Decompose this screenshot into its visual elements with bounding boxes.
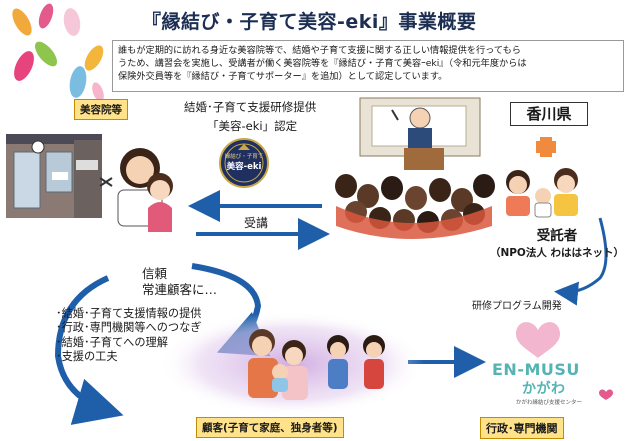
agency-tag: 行政･専門機関 — [480, 417, 564, 439]
trustee-title: 受託者 — [536, 228, 578, 244]
logo-top-text: EN-MUSU — [492, 360, 580, 379]
bullet-item: ･行政･専門機関等へのつなぎ — [56, 321, 202, 335]
prefecture-box: 香川県 — [510, 102, 588, 126]
en-musu-logo — [516, 322, 613, 400]
support-bullets: ･結婚･子育て支援情報の提供 ･行政･専門機関等へのつなぎ ･結婚･子育てへの理… — [56, 307, 201, 365]
intro-line: うため、講習会を実施し、受講者が働く美容院等を『縁結び・子育て美容ｰeki』（令… — [118, 58, 527, 69]
trust-text: 信頼 常連顧客に… — [142, 266, 217, 298]
page-title: 『縁結び・子育て美容-eki』事業概要 — [142, 11, 477, 33]
jukou-label: 受講 — [244, 216, 269, 230]
certification-badge — [219, 138, 269, 188]
bullet-item: ･結婚･子育てへの理解 — [56, 335, 168, 349]
bullet-item: ･支援の工夫 — [56, 350, 118, 364]
logo-bottom-text: かがわ — [522, 381, 566, 397]
customers-tag: 顧客(子育て家庭、独身者等) — [196, 417, 344, 438]
intro-line: 保険外交員等を『縁結び・子育てサポーター』を追加）として認定しています。 — [118, 71, 448, 82]
family-illustration — [160, 312, 424, 416]
intro-line: 誰もが定期的に訪れる身近な美容院等で、結婚や子育て支援に関する正しい情報提供を行… — [118, 45, 521, 56]
hairdresser-illustration — [99, 148, 173, 232]
cert-line2: 「美容-eki」認定 — [207, 119, 298, 133]
logo-sub-text: かがわ縁結び支援センター — [515, 400, 582, 406]
intro-box: 誰もが定期的に訪れる身近な美容院等で、結婚や子育て支援に関する正しい情報提供を行… — [112, 40, 624, 92]
seminar-illustration — [335, 97, 495, 239]
trustee-org: （NPO法人 わははネット） — [489, 247, 625, 259]
trustee-block: 受託者 （NPO法人 わははネット） — [482, 224, 632, 260]
plus-icon — [536, 137, 556, 157]
trustee-illustration — [506, 168, 578, 218]
salon-illustration — [6, 134, 102, 218]
bullet-item: ･結婚･子育て支援情報の提供 — [56, 307, 202, 320]
trust-line1: 信頼 — [142, 266, 168, 281]
salon-tag: 美容院等 — [74, 99, 128, 120]
program-label: 研修プログラム開発 — [472, 301, 562, 312]
trust-line2: 常連顧客に… — [142, 282, 218, 297]
badge-top-text: 縁結び・子育て — [224, 154, 264, 160]
cert-line1: 結婚･子育て支援研修提供 — [184, 100, 317, 114]
badge-text: 美容-eki — [226, 162, 262, 172]
decorative-leaves — [12, 3, 104, 102]
